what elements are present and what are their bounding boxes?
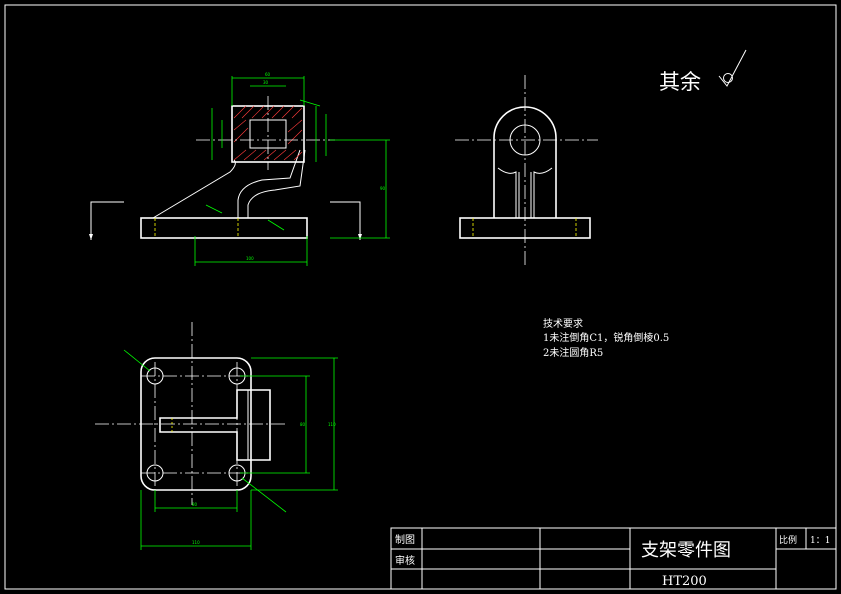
svg-text:80: 80	[300, 422, 306, 427]
svg-text:100: 100	[246, 256, 254, 261]
svg-text:110: 110	[192, 540, 200, 545]
top-boss-outline	[159, 389, 271, 461]
svg-text:60: 60	[265, 72, 271, 77]
drawn-by-label: 制图	[395, 533, 415, 546]
tech-requirements-title: 技术要求	[543, 317, 583, 330]
drawing-name: 支架零件图	[641, 540, 731, 561]
surface-roughness-symbol-icon	[718, 49, 747, 87]
svg-text:90: 90	[380, 186, 386, 191]
material-label: HT200	[662, 574, 707, 589]
reviewed-by-label: 审核	[395, 554, 415, 567]
front-view: 100 60 30 90	[89, 72, 390, 266]
svg-text:30: 30	[263, 80, 269, 85]
tech-requirement-line-2: 2未注圆角R5	[543, 346, 603, 359]
svg-text:110: 110	[328, 422, 336, 427]
surface-finish-note: 其余	[659, 49, 747, 94]
tech-requirement-line-1: 1未注倒角C1，锐角倒棱0.5	[543, 331, 669, 344]
tech-requirements: 技术要求 1未注倒角C1，锐角倒棱0.5 2未注圆角R5	[543, 317, 669, 359]
front-base-plate	[140, 217, 308, 239]
front-rib	[152, 159, 236, 219]
top-view: 80 110 80 110	[95, 322, 338, 550]
svg-text:80: 80	[192, 502, 198, 507]
side-view	[455, 75, 598, 268]
title-block: 制图 审核 支架零件图 HT200 比例 1：1	[390, 527, 837, 590]
scale-label: 比例	[779, 534, 797, 546]
scale-value: 1：1	[810, 536, 830, 546]
section-arrow-icon	[90, 201, 124, 240]
top-dimensions: 80 110 80 110	[123, 349, 338, 550]
front-dimensions: 100 60 30 90	[194, 72, 390, 266]
surface-finish-label: 其余	[659, 70, 701, 94]
drawing-border	[4, 4, 837, 590]
